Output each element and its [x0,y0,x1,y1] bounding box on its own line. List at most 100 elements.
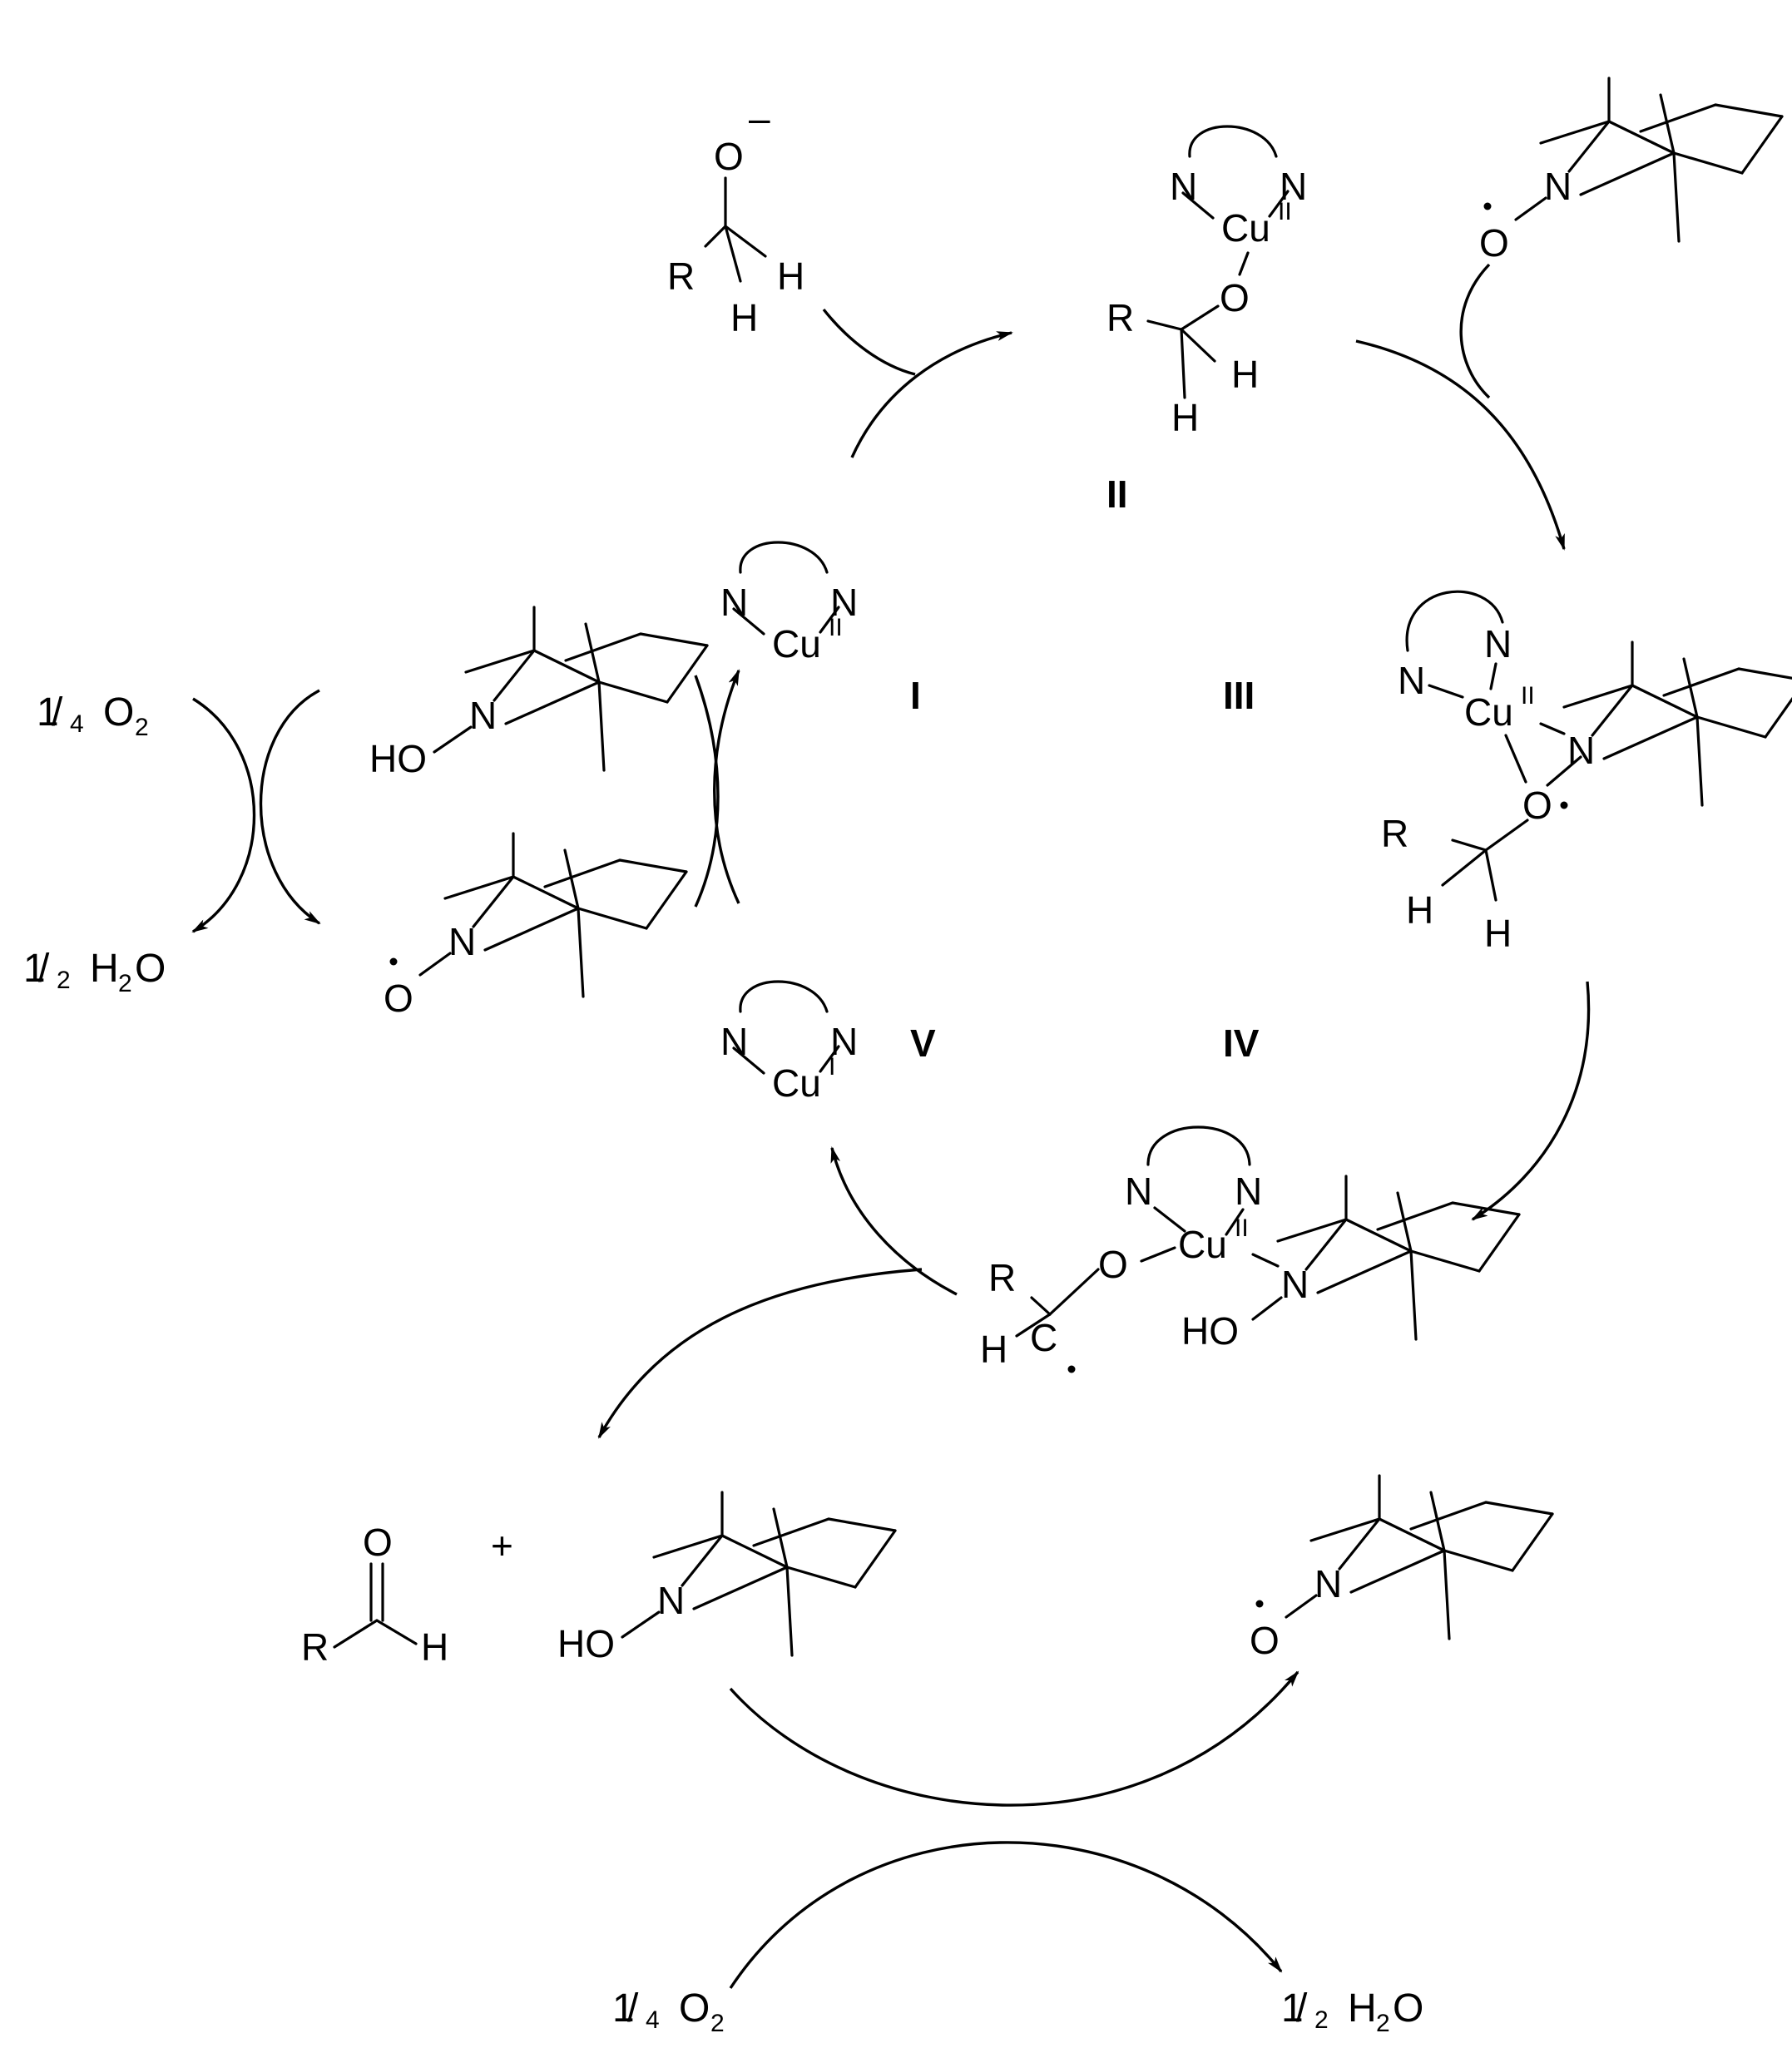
atom-n: N [657,1579,685,1622]
atom-ho: HO [369,737,427,780]
tempo-h-left: N HO [369,606,709,780]
atom-n: N [1125,1170,1152,1213]
negative-charge: – [749,96,770,140]
atom-h: H [1171,396,1199,439]
arrow-iii-to-iv [1471,981,1591,1221]
atom-o: O [1220,276,1250,319]
oxygen-reagent-bottom: 1 / 4 O 2 [612,1986,725,2037]
atom-r: R [667,255,695,298]
tempo-bound-iv: N [1276,1175,1521,1341]
alkoxide-substrate: O – R H H [667,96,804,339]
atom-r: R [988,1256,1016,1299]
o2-symbol: O [103,690,134,735]
half-numerator: 1 [1281,1986,1304,2031]
plus-sign: + [491,1524,513,1567]
atom-r: R [1381,812,1408,855]
radical-dot [1483,202,1492,210]
oxidation-state: I [829,1053,835,1081]
atom-o: O [1250,1619,1280,1662]
fraction-slash: / [52,690,63,735]
atom-cu: Cu [772,1061,821,1105]
atom-c: C [1030,1316,1057,1359]
arrow-product-out [597,1268,923,1439]
atom-h: H [1231,353,1259,396]
arrow-alkoxide-in [822,308,916,376]
arrow-tempo-h-bottom [729,1670,1299,1807]
intermediate-iv: N N Cu II O C R H HO [980,1125,1283,1373]
atom-cu: Cu [1221,206,1270,250]
label-intermediate-ii: II [1106,472,1128,516]
atom-n: N [1544,165,1572,208]
arrow-ii-to-iii [1355,339,1566,551]
atom-r: R [301,1625,329,1669]
oxidation-state: II [829,614,843,641]
radical-dot [1255,1600,1264,1608]
atom-h: H [730,296,758,339]
h2o-o: O [135,947,166,991]
h2o-subscript: 2 [118,970,132,997]
radical-dot [389,957,398,966]
o2-subscript: 2 [710,2010,725,2037]
label-intermediate-iii: III [1223,674,1255,717]
atom-ho: HO [557,1622,615,1665]
atom-h: H [777,255,804,298]
atom-r: R [1106,296,1134,339]
atom-n: N [1314,1562,1342,1605]
label-intermediate-v: V [910,1022,936,1065]
arrow-tempo-in [1459,263,1491,399]
atom-n: N [1170,165,1197,208]
h2o-subscript: 2 [1376,2010,1390,2037]
atom-n: N [469,694,497,737]
radical-dot [1067,1365,1076,1373]
reaction-arrows [191,263,1591,1989]
h2o-h: H [1348,1986,1377,2031]
tempo-h-bottom: N HO [557,1491,897,1665]
half-numerator: 1 [23,947,46,991]
atom-o: O [714,135,744,178]
water-product-left: 1 / 2 H 2 O [23,947,166,997]
atom-o: O [1098,1243,1128,1286]
water-product-bottom: 1 / 2 H 2 O [1281,1986,1423,2037]
label-intermediate-i: I [910,674,921,717]
atom-n: N [448,920,476,963]
o2-symbol: O [679,1986,710,2031]
tempo-bound-iii: N [1562,641,1792,807]
atom-h: H [1406,888,1433,932]
tempo-radical-top: N O [1479,77,1784,265]
atom-o: O [384,977,413,1020]
arrow-o2-bottom [729,1841,1283,1989]
atom-ho: HO [1181,1309,1239,1353]
h2o-o: O [1393,1986,1423,2031]
o2-subscript: 2 [135,714,149,741]
atom-n: N [830,581,858,624]
arrow-tempo-to-i [694,675,720,908]
intermediate-v: N N Cu I [720,980,858,1105]
atom-n: N [830,1020,858,1063]
arrow-tempo-h-left [259,689,321,925]
atom-cu: Cu [1464,690,1513,734]
atom-o: O [1479,221,1509,265]
atom-cu: Cu [1178,1223,1227,1266]
atom-n: N [1235,1170,1262,1213]
oxygen-reagent-left: 1 / 4 O 2 [37,690,149,741]
oxidation-state: II [1521,682,1535,710]
quarter-numerator: 1 [612,1986,635,2031]
atom-h: H [421,1625,448,1669]
intermediate-iii: N N Cu II O R H H [1381,590,1582,955]
intermediate-ii: N N Cu II O R H H [1106,125,1307,439]
radical-dot [1560,801,1568,809]
atom-h: H [980,1328,1007,1371]
quarter-denominator: 4 [70,710,84,738]
fraction-slash: / [627,1986,639,2031]
quarter-denominator: 4 [646,2006,660,2034]
oxidation-state: II [1278,198,1292,225]
atom-h: H [1484,912,1512,955]
half-denominator: 2 [57,967,71,994]
aldehyde-product: O R H [301,1521,448,1669]
intermediate-i: N N Cu II [720,541,858,665]
h2o-h: H [90,947,119,991]
arrow-o2-left [191,697,256,933]
half-denominator: 2 [1314,2006,1329,2034]
tempo-radical-bottom: N O [1250,1474,1554,1662]
